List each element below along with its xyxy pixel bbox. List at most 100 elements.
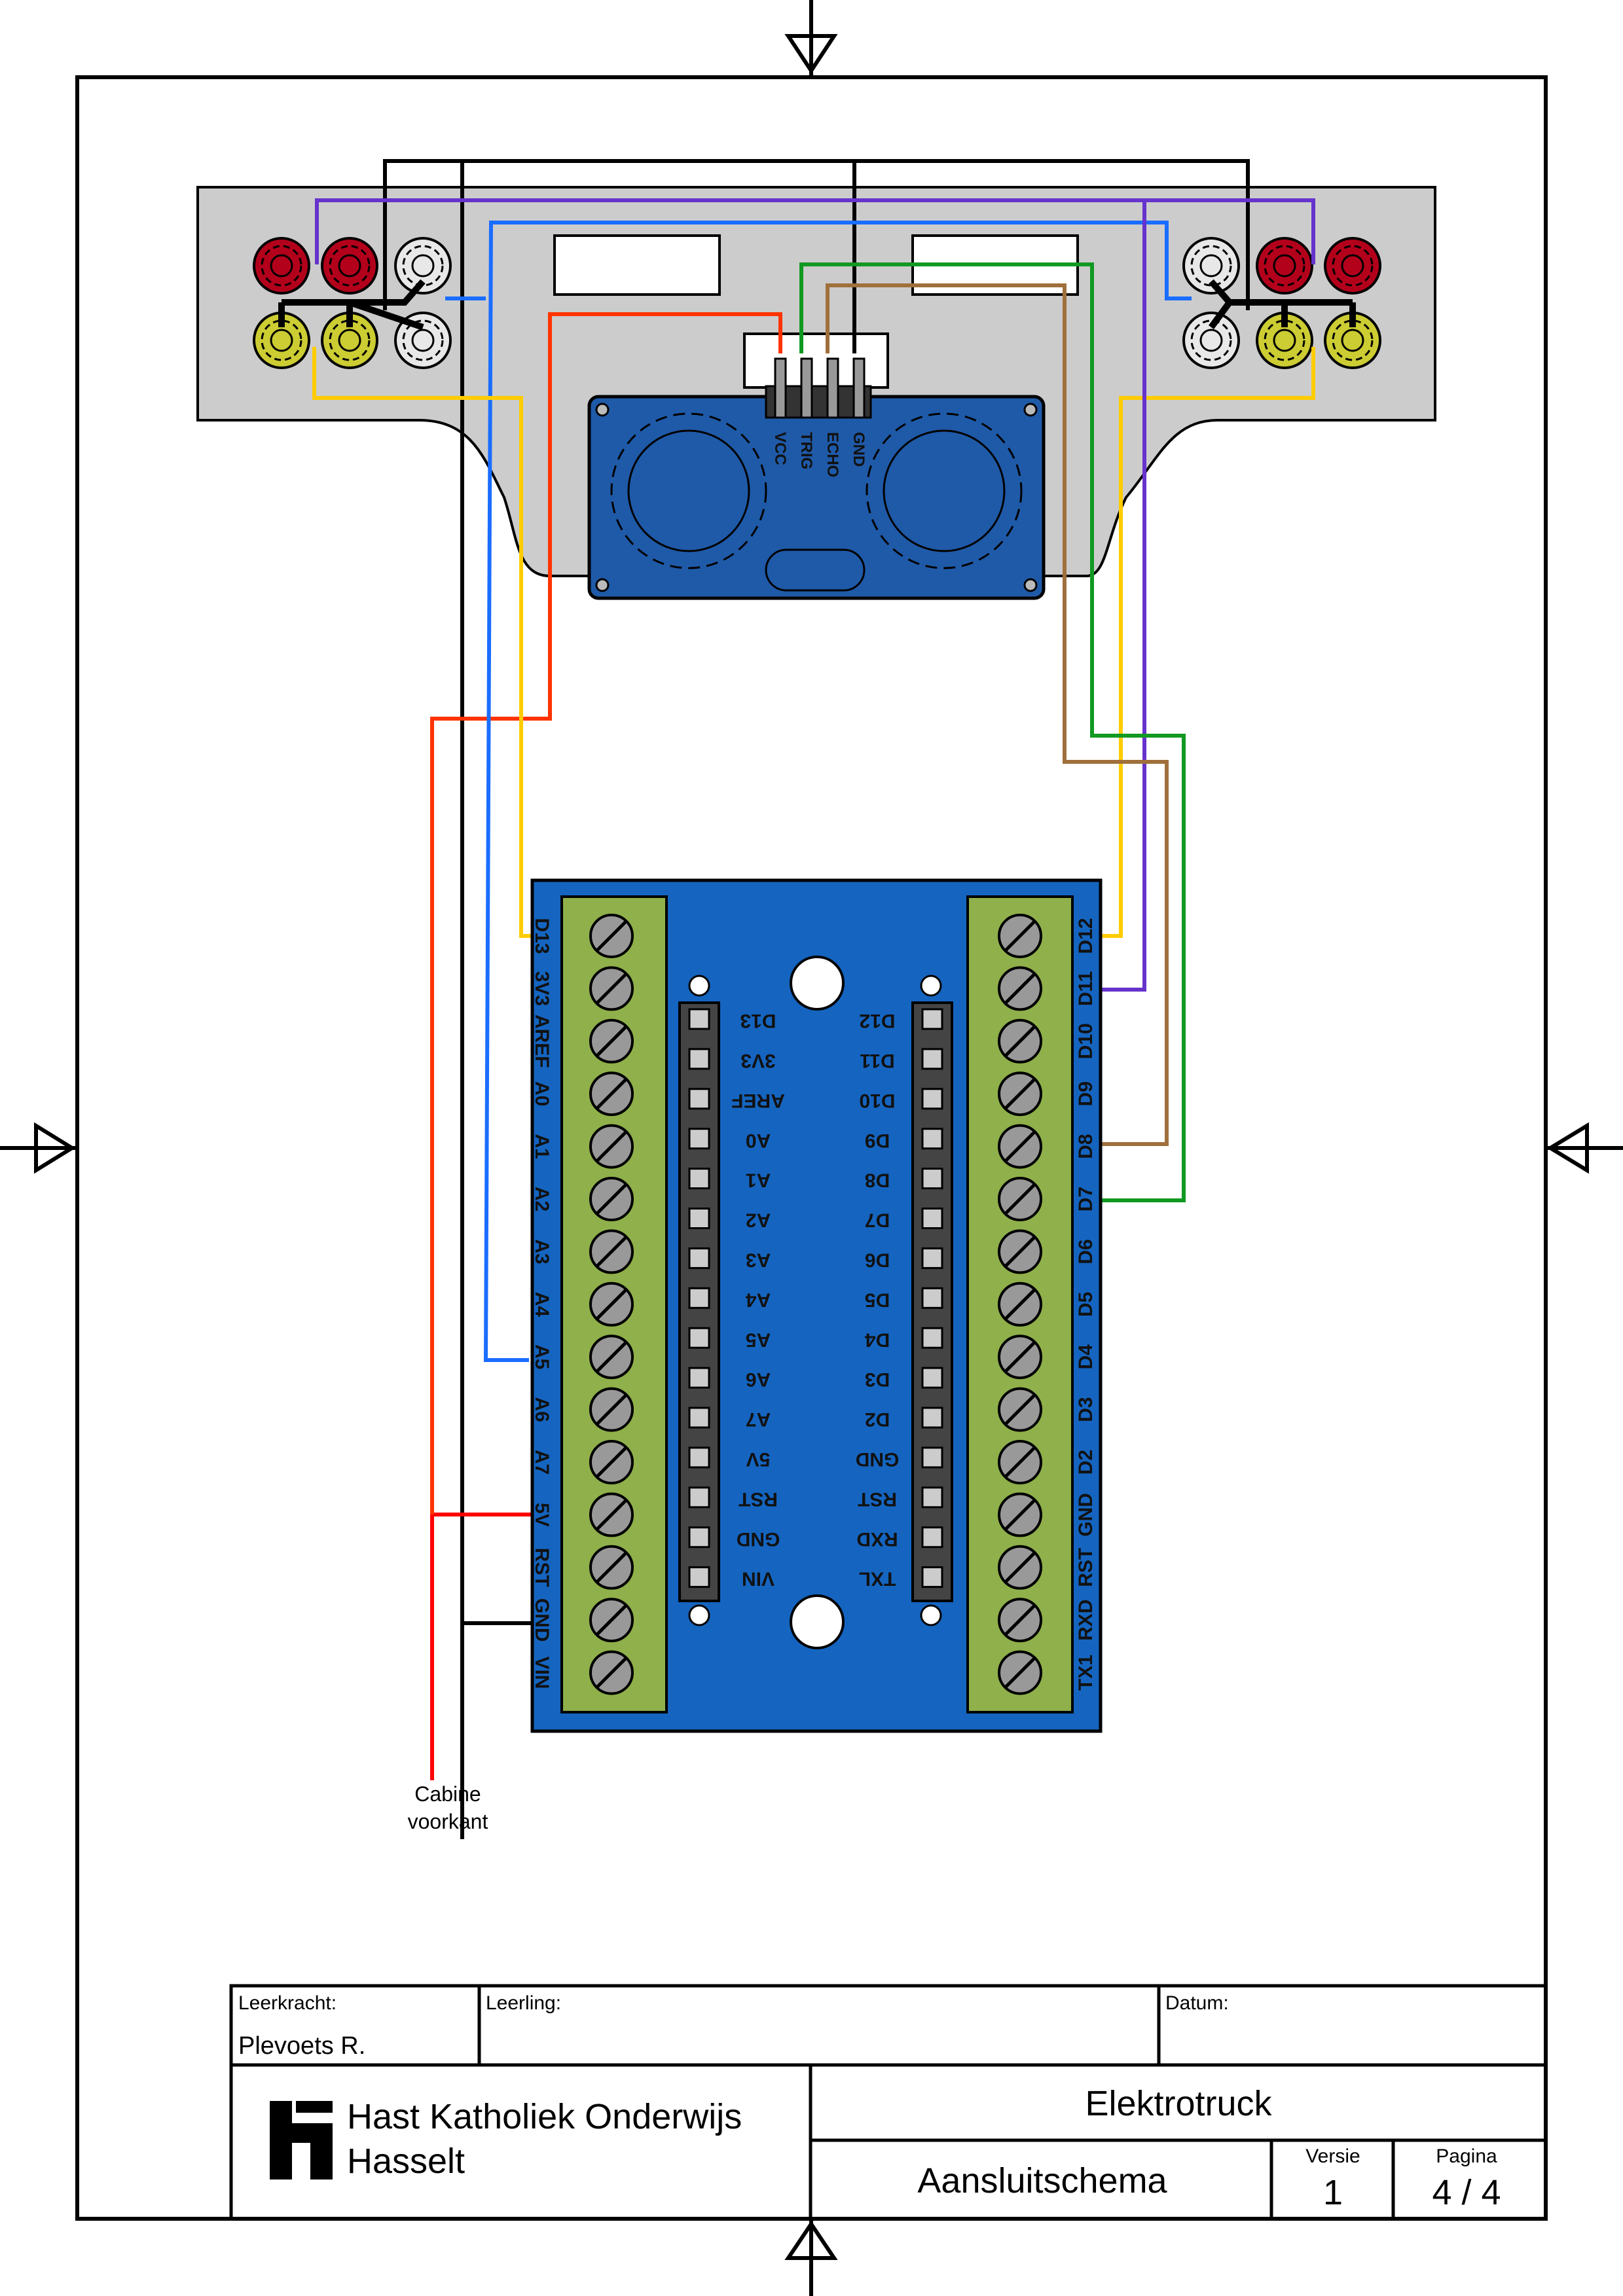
inner-left-label: GND — [737, 1528, 780, 1550]
left-terminal-label: A3 — [531, 1239, 553, 1264]
inner-right-label: D5 — [865, 1289, 890, 1310]
left-terminal-label: 3V3 — [531, 971, 553, 1006]
led-white — [394, 237, 452, 295]
sensor-pin-label: ECHO — [824, 432, 841, 477]
right-terminal-label: D2 — [1075, 1450, 1097, 1475]
left-terminal-label: D13 — [531, 918, 553, 954]
right-terminal-label: D3 — [1075, 1397, 1097, 1422]
cable-label-line2: voorkant — [408, 1810, 488, 1833]
led-jumpers — [278, 279, 1356, 331]
nano-shield: D133V3AREFA0A1A2A3A4A5A6A75VRSTGNDVIND12… — [530, 878, 1103, 1733]
inner-right-label: D4 — [865, 1329, 890, 1350]
school-name-line1: Hast Katholiek Onderwijs — [347, 2097, 742, 2136]
inner-right-label: D7 — [865, 1210, 890, 1231]
wires — [312, 159, 1315, 1839]
right-terminal-label: D9 — [1075, 1081, 1097, 1106]
right-terminal-label: D4 — [1075, 1344, 1097, 1370]
inner-left-label: A3 — [746, 1249, 771, 1270]
led-red — [1324, 237, 1381, 295]
left-terminal-label: GND — [531, 1598, 553, 1642]
inner-right-label: RST — [858, 1488, 897, 1510]
school-name-line2: Hasselt — [347, 2142, 465, 2181]
left-terminal-label: A4 — [531, 1292, 553, 1318]
wire-black-gnd — [383, 159, 1250, 1839]
inner-left-label: RST — [739, 1488, 778, 1510]
inner-right-label: D12 — [859, 1010, 895, 1031]
inner-left-label: A7 — [746, 1408, 771, 1430]
left-terminal-label: A6 — [531, 1397, 553, 1422]
sensor-pin-label: TRIG — [797, 432, 815, 469]
right-terminal-label: D12 — [1075, 918, 1097, 954]
wire-blue — [445, 221, 1192, 1362]
inner-right-label: GND — [856, 1448, 900, 1470]
led-board-label-pad-left — [553, 234, 721, 296]
inner-right-label: TXL — [859, 1568, 896, 1590]
inner-left-label: 3V3 — [740, 1050, 775, 1071]
left-terminal-label: A0 — [531, 1081, 553, 1106]
inner-right-label: RXD — [856, 1528, 898, 1550]
left-terminal-label: AREF — [531, 1014, 553, 1068]
project-title: Elektrotruck — [1085, 2084, 1272, 2123]
inner-right-label: D8 — [865, 1170, 890, 1191]
led-group — [253, 237, 1381, 369]
right-terminal-label: TX1 — [1075, 1655, 1097, 1691]
left-terminal-label: A7 — [531, 1450, 553, 1475]
left-terminal-label: 5V — [531, 1503, 553, 1527]
led-red — [321, 237, 378, 295]
inner-left-label: 5V — [746, 1448, 771, 1470]
teacher-value: Plevoets R. — [238, 2032, 365, 2060]
wire-yellow — [312, 347, 1315, 938]
sensor-header — [743, 332, 889, 389]
inner-left-label: A2 — [746, 1210, 771, 1231]
inner-left-label: A5 — [746, 1329, 771, 1350]
date-label: Datum: — [1165, 1992, 1229, 2014]
left-terminal-label: A5 — [531, 1344, 553, 1369]
right-terminal-label: D5 — [1075, 1292, 1097, 1317]
left-terminal-label: A1 — [531, 1134, 553, 1158]
left-terminal-label: VIN — [531, 1657, 553, 1689]
inner-left-label: D13 — [740, 1010, 776, 1031]
wire-brown — [826, 283, 1169, 1146]
led-yellow — [321, 312, 378, 369]
right-terminal-label: RST — [1075, 1548, 1097, 1587]
right-terminal-label: GND — [1075, 1493, 1097, 1537]
inner-right-label: D6 — [865, 1249, 890, 1270]
school-logo — [270, 2101, 333, 2179]
led-white — [1182, 237, 1240, 295]
sensor-body — [587, 395, 1046, 600]
inner-left-label: A6 — [746, 1369, 771, 1390]
inner-right-label: D10 — [859, 1090, 895, 1111]
led-white — [1182, 312, 1240, 369]
page-value: 4 / 4 — [1432, 2173, 1501, 2212]
inner-left-label: AREF — [731, 1090, 785, 1111]
left-terminal-label: A2 — [531, 1187, 553, 1211]
page-label: Pagina — [1436, 2145, 1497, 2167]
right-terminal-label: D10 — [1075, 1023, 1097, 1059]
wire-purple — [315, 198, 1315, 992]
inner-right-label: D3 — [865, 1369, 890, 1390]
cable-label-line1: Cabine — [414, 1782, 481, 1806]
inner-right-label: D2 — [865, 1408, 890, 1430]
version-label: Versie — [1305, 2145, 1360, 2167]
inner-right-label: D11 — [860, 1050, 894, 1071]
led-white — [394, 312, 452, 369]
student-label: Leerling: — [486, 1992, 561, 2014]
inner-left-label: A4 — [746, 1289, 771, 1310]
right-terminal-label: D7 — [1075, 1187, 1097, 1211]
sensor-pin-label: GND — [850, 432, 867, 467]
right-terminal-label: D8 — [1075, 1134, 1097, 1158]
inner-right-label: D9 — [865, 1130, 890, 1151]
led-red — [253, 237, 310, 295]
inner-left-label: VIN — [742, 1568, 775, 1590]
right-terminal-label: RXD — [1075, 1600, 1097, 1641]
wire-red-vcc — [430, 312, 782, 1515]
left-terminal-label: RST — [531, 1548, 553, 1587]
title-block — [229, 1984, 1548, 2221]
led-red — [1256, 237, 1313, 295]
inner-left-label: A1 — [746, 1170, 771, 1191]
inner-left-label: A0 — [746, 1130, 771, 1151]
drawing-title: Aansluitschema — [917, 2161, 1167, 2200]
right-terminal-label: D6 — [1075, 1239, 1097, 1264]
